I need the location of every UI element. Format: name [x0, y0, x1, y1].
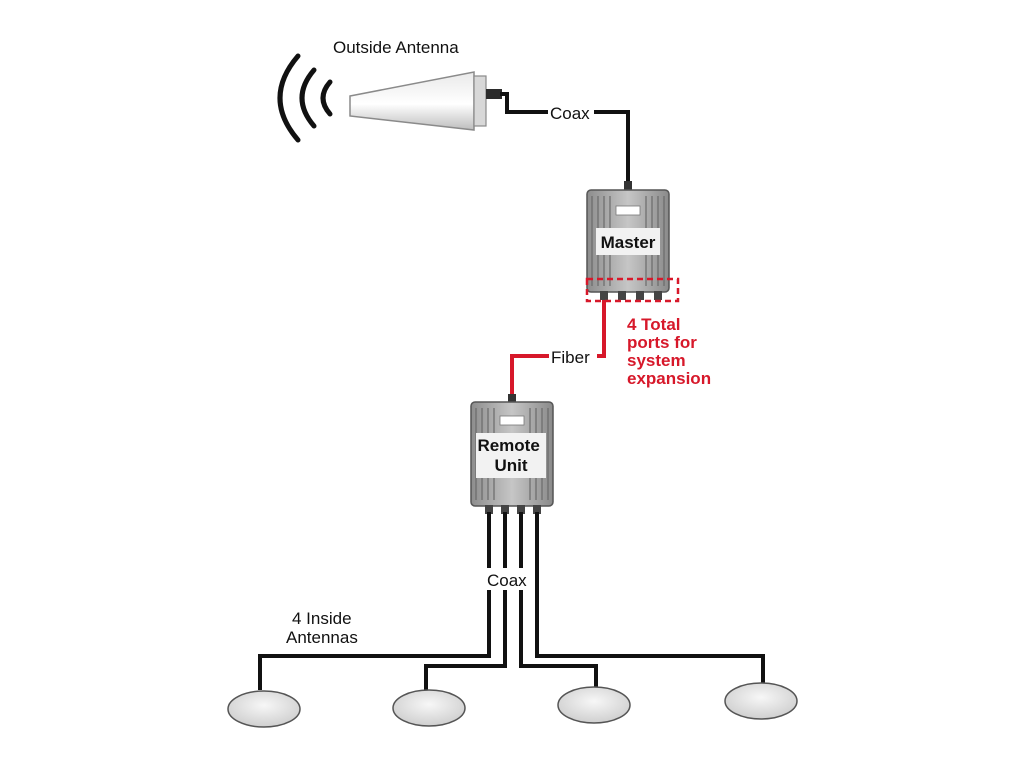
- coax-cable-top: [500, 92, 630, 190]
- remote-unit-label: Remote Unit: [477, 436, 544, 475]
- inside-antennas-label: 4 Inside Antennas: [286, 609, 358, 647]
- outside-antenna-label: Outside Antenna: [333, 38, 459, 57]
- ports-note-line-2: ports for: [627, 333, 697, 352]
- inside-antenna-icon: [557, 686, 631, 724]
- fiber-label: Fiber: [551, 348, 590, 367]
- fiber-label-bg: [549, 345, 597, 367]
- coax-top-label: Coax: [550, 104, 590, 123]
- remote-unit-label-line-1: Remote: [477, 436, 539, 455]
- inside-antennas-label-line-1: 4 Inside: [292, 609, 352, 628]
- coax-bottom-label-bg: [484, 568, 534, 590]
- ports-note-line-4: expansion: [627, 369, 711, 388]
- master-label: Master: [601, 233, 656, 252]
- remote-unit-label-line-2: Unit: [494, 456, 527, 475]
- panel-antenna-icon: [349, 71, 502, 131]
- master-unit-icon: [586, 181, 670, 300]
- remote-unit-icon: [470, 394, 554, 514]
- coax-cables-bottom: [258, 512, 765, 695]
- inside-antennas-label-line-2: Antennas: [286, 628, 358, 647]
- coax-top-label-bg: [548, 101, 594, 123]
- radio-waves-icon: [277, 53, 333, 143]
- ports-note-line-3: system: [627, 351, 686, 370]
- ports-note-line-1: 4 Total: [627, 315, 681, 334]
- inside-antenna-icon: [392, 689, 466, 727]
- ports-note: 4 Total ports for system expansion: [627, 315, 711, 388]
- inside-antenna-icon: [724, 682, 798, 720]
- coax-bottom-label: Coax: [487, 571, 527, 590]
- expansion-ports-highlight: [585, 277, 680, 303]
- inside-antenna-icon: [227, 690, 301, 728]
